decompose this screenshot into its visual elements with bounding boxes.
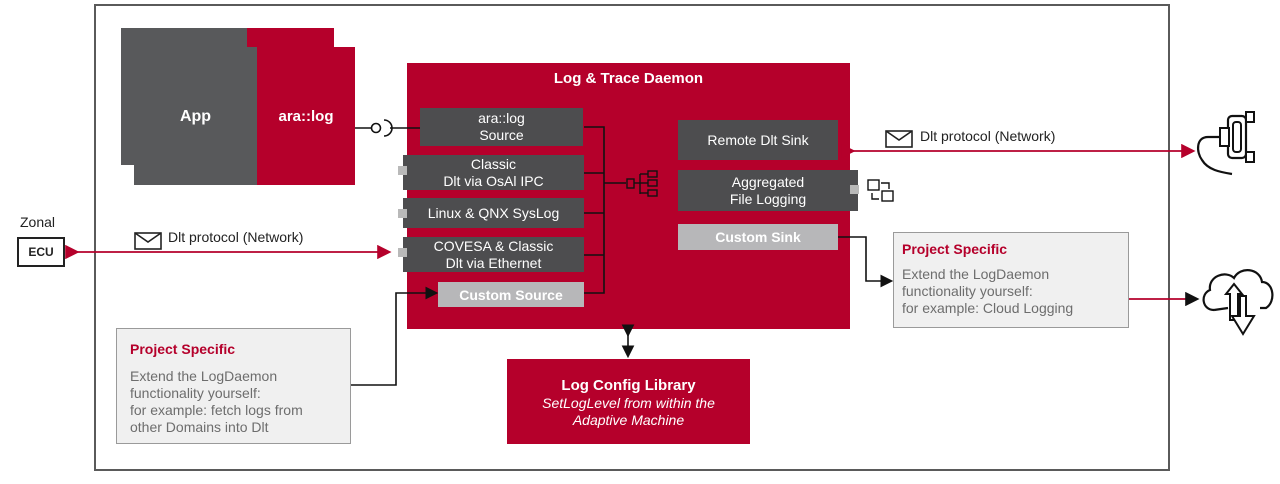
port <box>398 248 407 257</box>
file-sync-icon <box>867 179 894 202</box>
sink-remote-dlt[interactable]: Remote Dlt Sink <box>678 120 838 160</box>
source-syslog[interactable]: Linux & QNX SysLog <box>403 198 584 228</box>
ecu-chip-icon: ECU <box>17 237 65 267</box>
ecu-protocol-label: Dlt protocol (Network) <box>168 229 304 245</box>
zonal-label: Zonal <box>20 214 56 230</box>
panel-text: Extend the LogDaemon functionality yours… <box>130 368 303 435</box>
panel-text: Extend the LogDaemon functionality yours… <box>902 266 1074 316</box>
custom-sink[interactable]: Custom Sink <box>678 224 838 250</box>
ara-log-box: ara::log <box>257 47 355 185</box>
log-config-library: Log Config Library SetLogLevel from with… <box>507 359 750 444</box>
serial-connector-icon <box>1196 111 1255 176</box>
panel-title: Project Specific <box>902 241 1008 257</box>
source-classic-osal[interactable]: Classic Dlt via OsAl IPC <box>403 155 584 190</box>
project-specific-right: Project Specific Extend the LogDaemon fu… <box>893 232 1129 328</box>
source-ara-log[interactable]: ara::log Source <box>420 108 583 146</box>
source-covesa-ethernet[interactable]: COVESA & Classic Dlt via Ethernet <box>403 237 584 272</box>
ara-log-stack-back <box>247 28 334 48</box>
panel-title: Project Specific <box>130 341 236 357</box>
config-library-subtitle: SetLogLevel from within the Adaptive Mac… <box>542 395 715 428</box>
network-protocol-label: Dlt protocol (Network) <box>920 128 1056 144</box>
sink-aggregated-file[interactable]: Aggregated File Logging <box>678 170 858 211</box>
port <box>850 185 859 194</box>
daemon-title: Log & Trace Daemon <box>553 70 704 87</box>
custom-source[interactable]: Custom Source <box>438 282 584 307</box>
app-box: App <box>134 47 257 185</box>
network-hub-icon <box>626 170 658 197</box>
port <box>398 209 407 218</box>
port <box>398 166 407 175</box>
project-specific-left: Project Specific Extend the LogDaemon fu… <box>116 328 351 444</box>
config-library-title: Log Config Library <box>561 377 696 394</box>
cloud-upload-download-icon <box>1202 269 1274 336</box>
diagram-frame <box>94 4 1170 471</box>
